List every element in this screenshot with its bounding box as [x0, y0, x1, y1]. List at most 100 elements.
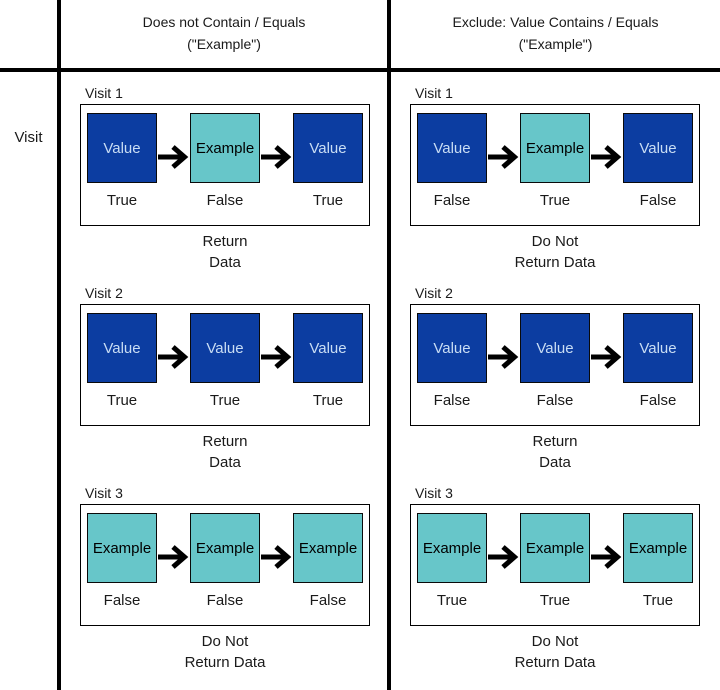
example-box: Example	[520, 113, 590, 183]
flow-node: Value True	[87, 113, 157, 209]
visit-section-3: Visit 3 Example True Example True Exampl…	[410, 486, 720, 686]
arrow-right-icon	[590, 545, 621, 569]
node-result: True	[539, 192, 571, 209]
caption-line2: Data	[539, 454, 571, 471]
value-box: Value	[87, 113, 157, 183]
flow-node: Example False	[87, 513, 157, 609]
node-result: False	[206, 192, 244, 209]
flow-box: Value False Value False Value False	[410, 304, 700, 426]
visit-section-3: Visit 3 Example False Example False Exam…	[80, 486, 387, 686]
example-box: Example	[190, 113, 260, 183]
flow-box: Value True Value True Value True	[80, 304, 370, 426]
caption-line2: Return Data	[514, 654, 596, 671]
node-result: True	[312, 392, 344, 409]
node-result: True	[106, 192, 138, 209]
caption-line2: Data	[209, 254, 241, 271]
column-does-not-contain: Visit 1 Value True Example False Value T…	[61, 72, 391, 690]
caption-line1: Do Not	[201, 633, 249, 650]
node-result: True	[539, 592, 571, 609]
column-header-does-not-contain: Does not Contain / Equals ("Example")	[61, 0, 391, 72]
visit-title: Visit 3	[85, 485, 123, 501]
visit-title: Visit 2	[85, 285, 123, 301]
node-result: False	[309, 592, 347, 609]
example-box: Example	[623, 513, 693, 583]
node-result: False	[103, 592, 141, 609]
value-box: Value	[87, 313, 157, 383]
node-result: True	[312, 192, 344, 209]
flow-box: Example True Example True Example True	[410, 504, 700, 626]
arrow-right-icon	[260, 145, 291, 169]
node-result: False	[639, 192, 677, 209]
flow-node: Example True	[520, 513, 590, 609]
node-result: True	[209, 392, 241, 409]
row-label-text: Visit	[14, 129, 43, 146]
arrow-right-icon	[590, 345, 621, 369]
flow-node: Value True	[190, 313, 260, 409]
flow-node: Example True	[417, 513, 487, 609]
visit-title: Visit 1	[415, 85, 453, 101]
flow-node: Value False	[520, 313, 590, 409]
caption-line1: Return	[202, 233, 248, 250]
flow-box: Value True Example False Value True	[80, 104, 370, 226]
arrow-right-icon	[157, 545, 188, 569]
visit-title: Visit 3	[415, 485, 453, 501]
flow-caption: Do Not Return Data	[80, 631, 370, 673]
flow-caption: Return Data	[80, 231, 370, 273]
visit-section-2: Visit 2 Value True Value True Value True	[80, 286, 387, 486]
caption-line1: Do Not	[531, 233, 579, 250]
caption-line2: Return Data	[514, 254, 596, 271]
visit-section-1: Visit 1 Value False Example True Value F…	[410, 86, 720, 286]
example-box: Example	[87, 513, 157, 583]
arrow-right-icon	[260, 545, 291, 569]
flow-node: Example False	[190, 513, 260, 609]
column-exclude-contains: Visit 1 Value False Example True Value F…	[391, 72, 720, 690]
value-box: Value	[417, 313, 487, 383]
visit-section-1: Visit 1 Value True Example False Value T…	[80, 86, 387, 286]
flow-node: Value False	[623, 313, 693, 409]
value-box: Value	[293, 113, 363, 183]
arrow-right-icon	[157, 145, 188, 169]
value-box: Value	[520, 313, 590, 383]
value-box: Value	[623, 313, 693, 383]
flow-node: Value True	[293, 313, 363, 409]
flow-node: Value True	[293, 113, 363, 209]
visit-title: Visit 1	[85, 85, 123, 101]
node-result: False	[206, 592, 244, 609]
flow-node: Example True	[623, 513, 693, 609]
value-box: Value	[293, 313, 363, 383]
arrow-right-icon	[590, 145, 621, 169]
node-result: False	[433, 192, 471, 209]
flow-box: Example False Example False Example Fals…	[80, 504, 370, 626]
arrow-right-icon	[260, 345, 291, 369]
value-box: Value	[190, 313, 260, 383]
column-header-exclude-contains: Exclude: Value Contains / Equals ("Examp…	[391, 0, 720, 72]
flow-node: Value False	[623, 113, 693, 209]
column-header-line1: Exclude: Value Contains / Equals	[452, 14, 659, 30]
flow-caption: Return Data	[80, 431, 370, 473]
arrow-right-icon	[487, 345, 518, 369]
node-result: False	[536, 392, 574, 409]
value-box: Value	[623, 113, 693, 183]
caption-line1: Return	[202, 433, 248, 450]
node-result: True	[106, 392, 138, 409]
flow-box: Value False Example True Value False	[410, 104, 700, 226]
corner-cell	[0, 0, 61, 72]
node-result: True	[642, 592, 674, 609]
caption-line1: Do Not	[531, 633, 579, 650]
caption-line2: Data	[209, 454, 241, 471]
arrow-right-icon	[487, 545, 518, 569]
node-result: False	[433, 392, 471, 409]
flow-caption: Do Not Return Data	[410, 631, 700, 673]
example-box: Example	[293, 513, 363, 583]
caption-line2: Return Data	[184, 654, 266, 671]
arrow-right-icon	[157, 345, 188, 369]
flow-caption: Do Not Return Data	[410, 231, 700, 273]
visit-section-2: Visit 2 Value False Value False Value Fa…	[410, 286, 720, 486]
example-box: Example	[417, 513, 487, 583]
example-box: Example	[190, 513, 260, 583]
value-box: Value	[417, 113, 487, 183]
flow-node: Example True	[520, 113, 590, 209]
example-box: Example	[520, 513, 590, 583]
